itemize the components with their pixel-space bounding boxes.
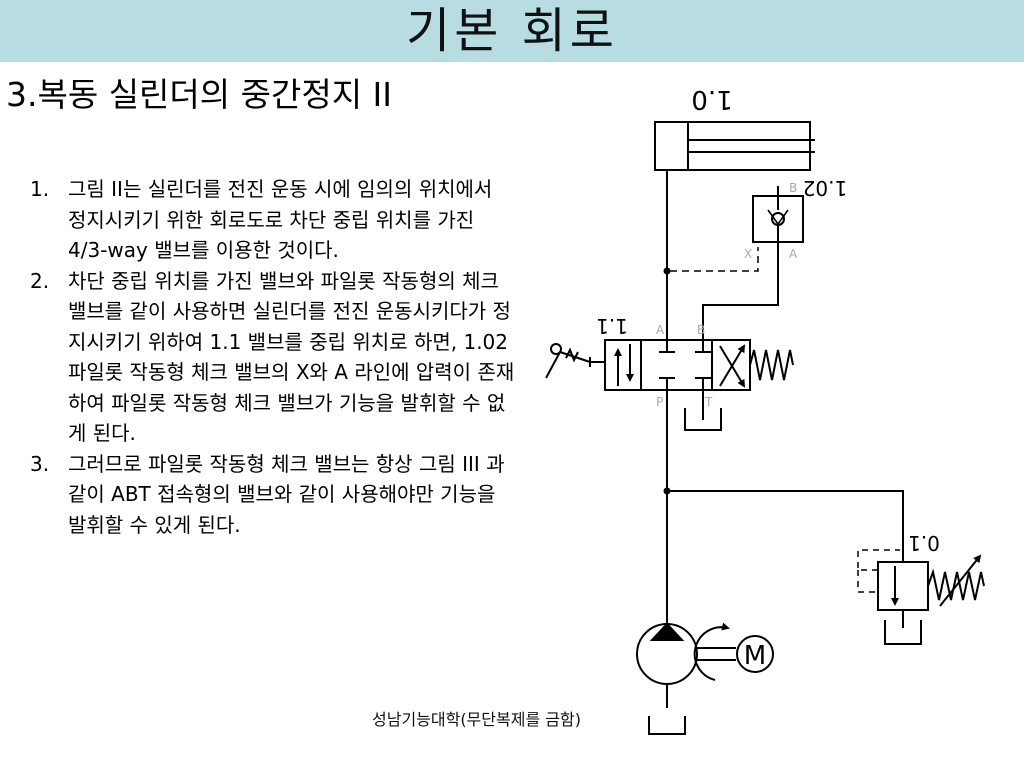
item-text: 그림 II는 실린더를 전진 운동 시에 임의의 위치에서 정지시키기 위한 회… (68, 177, 493, 262)
port-label: P (656, 395, 663, 409)
list-item: 3. 그러므로 파일롯 작동형 체크 밸브는 항상 그림 III 과 같이 ABT… (30, 449, 516, 541)
list-item: 1. 그림 II는 실린더를 전진 운동 시에 임의의 위치에서 정지시키기 위한… (30, 174, 516, 266)
port-label: B (789, 181, 797, 195)
line-to-relief (667, 490, 904, 562)
item-number: 1. (30, 177, 50, 201)
page-title: 기본 회로 (406, 3, 618, 59)
title-band (0, 0, 1024, 62)
pilot-line-x (670, 247, 759, 272)
electric-motor (693, 622, 774, 681)
port-label: T (704, 395, 713, 409)
pilot-check-valve (752, 195, 804, 243)
port-label: A (656, 323, 665, 337)
item-number: 2. (30, 268, 50, 293)
item-number: 3. (30, 451, 50, 476)
list-item: 2. 차단 중립 위치를 가진 밸브와 파일롯 작동형의 체크 밸브를 같이 사용… (30, 266, 516, 449)
page-subtitle: 3.복동 실린더의 중간정지 II (6, 75, 393, 114)
explanation-list: 1. 그림 II는 실린더를 전진 운동 시에 임의의 위치에서 정지시키기 위한… (30, 174, 516, 540)
hydraulic-pump (636, 622, 698, 735)
double-acting-cylinder (654, 121, 815, 186)
cylinder-label: 1.0 (691, 84, 732, 114)
footer-credit: 성남기능대학(무단복제를 금함) (372, 710, 581, 729)
tank-symbol (684, 408, 722, 431)
relief-valve-label: 0.1 (908, 531, 940, 555)
directional-valve-label: 1.1 (596, 314, 628, 338)
port-label: B (697, 323, 705, 337)
item-text: 차단 중립 위치를 가진 밸브와 파일롯 작동형의 체크 밸브를 같이 사용하면… (68, 268, 515, 446)
pressure-relief-valve (857, 549, 985, 645)
line-b (702, 242, 779, 340)
item-text: 그러므로 파일롯 작동형 체크 밸브는 항상 그림 III 과 같이 ABT 접… (68, 451, 505, 537)
port-label: A (789, 247, 798, 261)
check-valve-label: 1.02 (803, 176, 848, 200)
motor-label: M (744, 641, 766, 671)
port-label: X (744, 247, 752, 261)
directional-control-valve (545, 339, 794, 391)
junction-dot (663, 267, 671, 275)
